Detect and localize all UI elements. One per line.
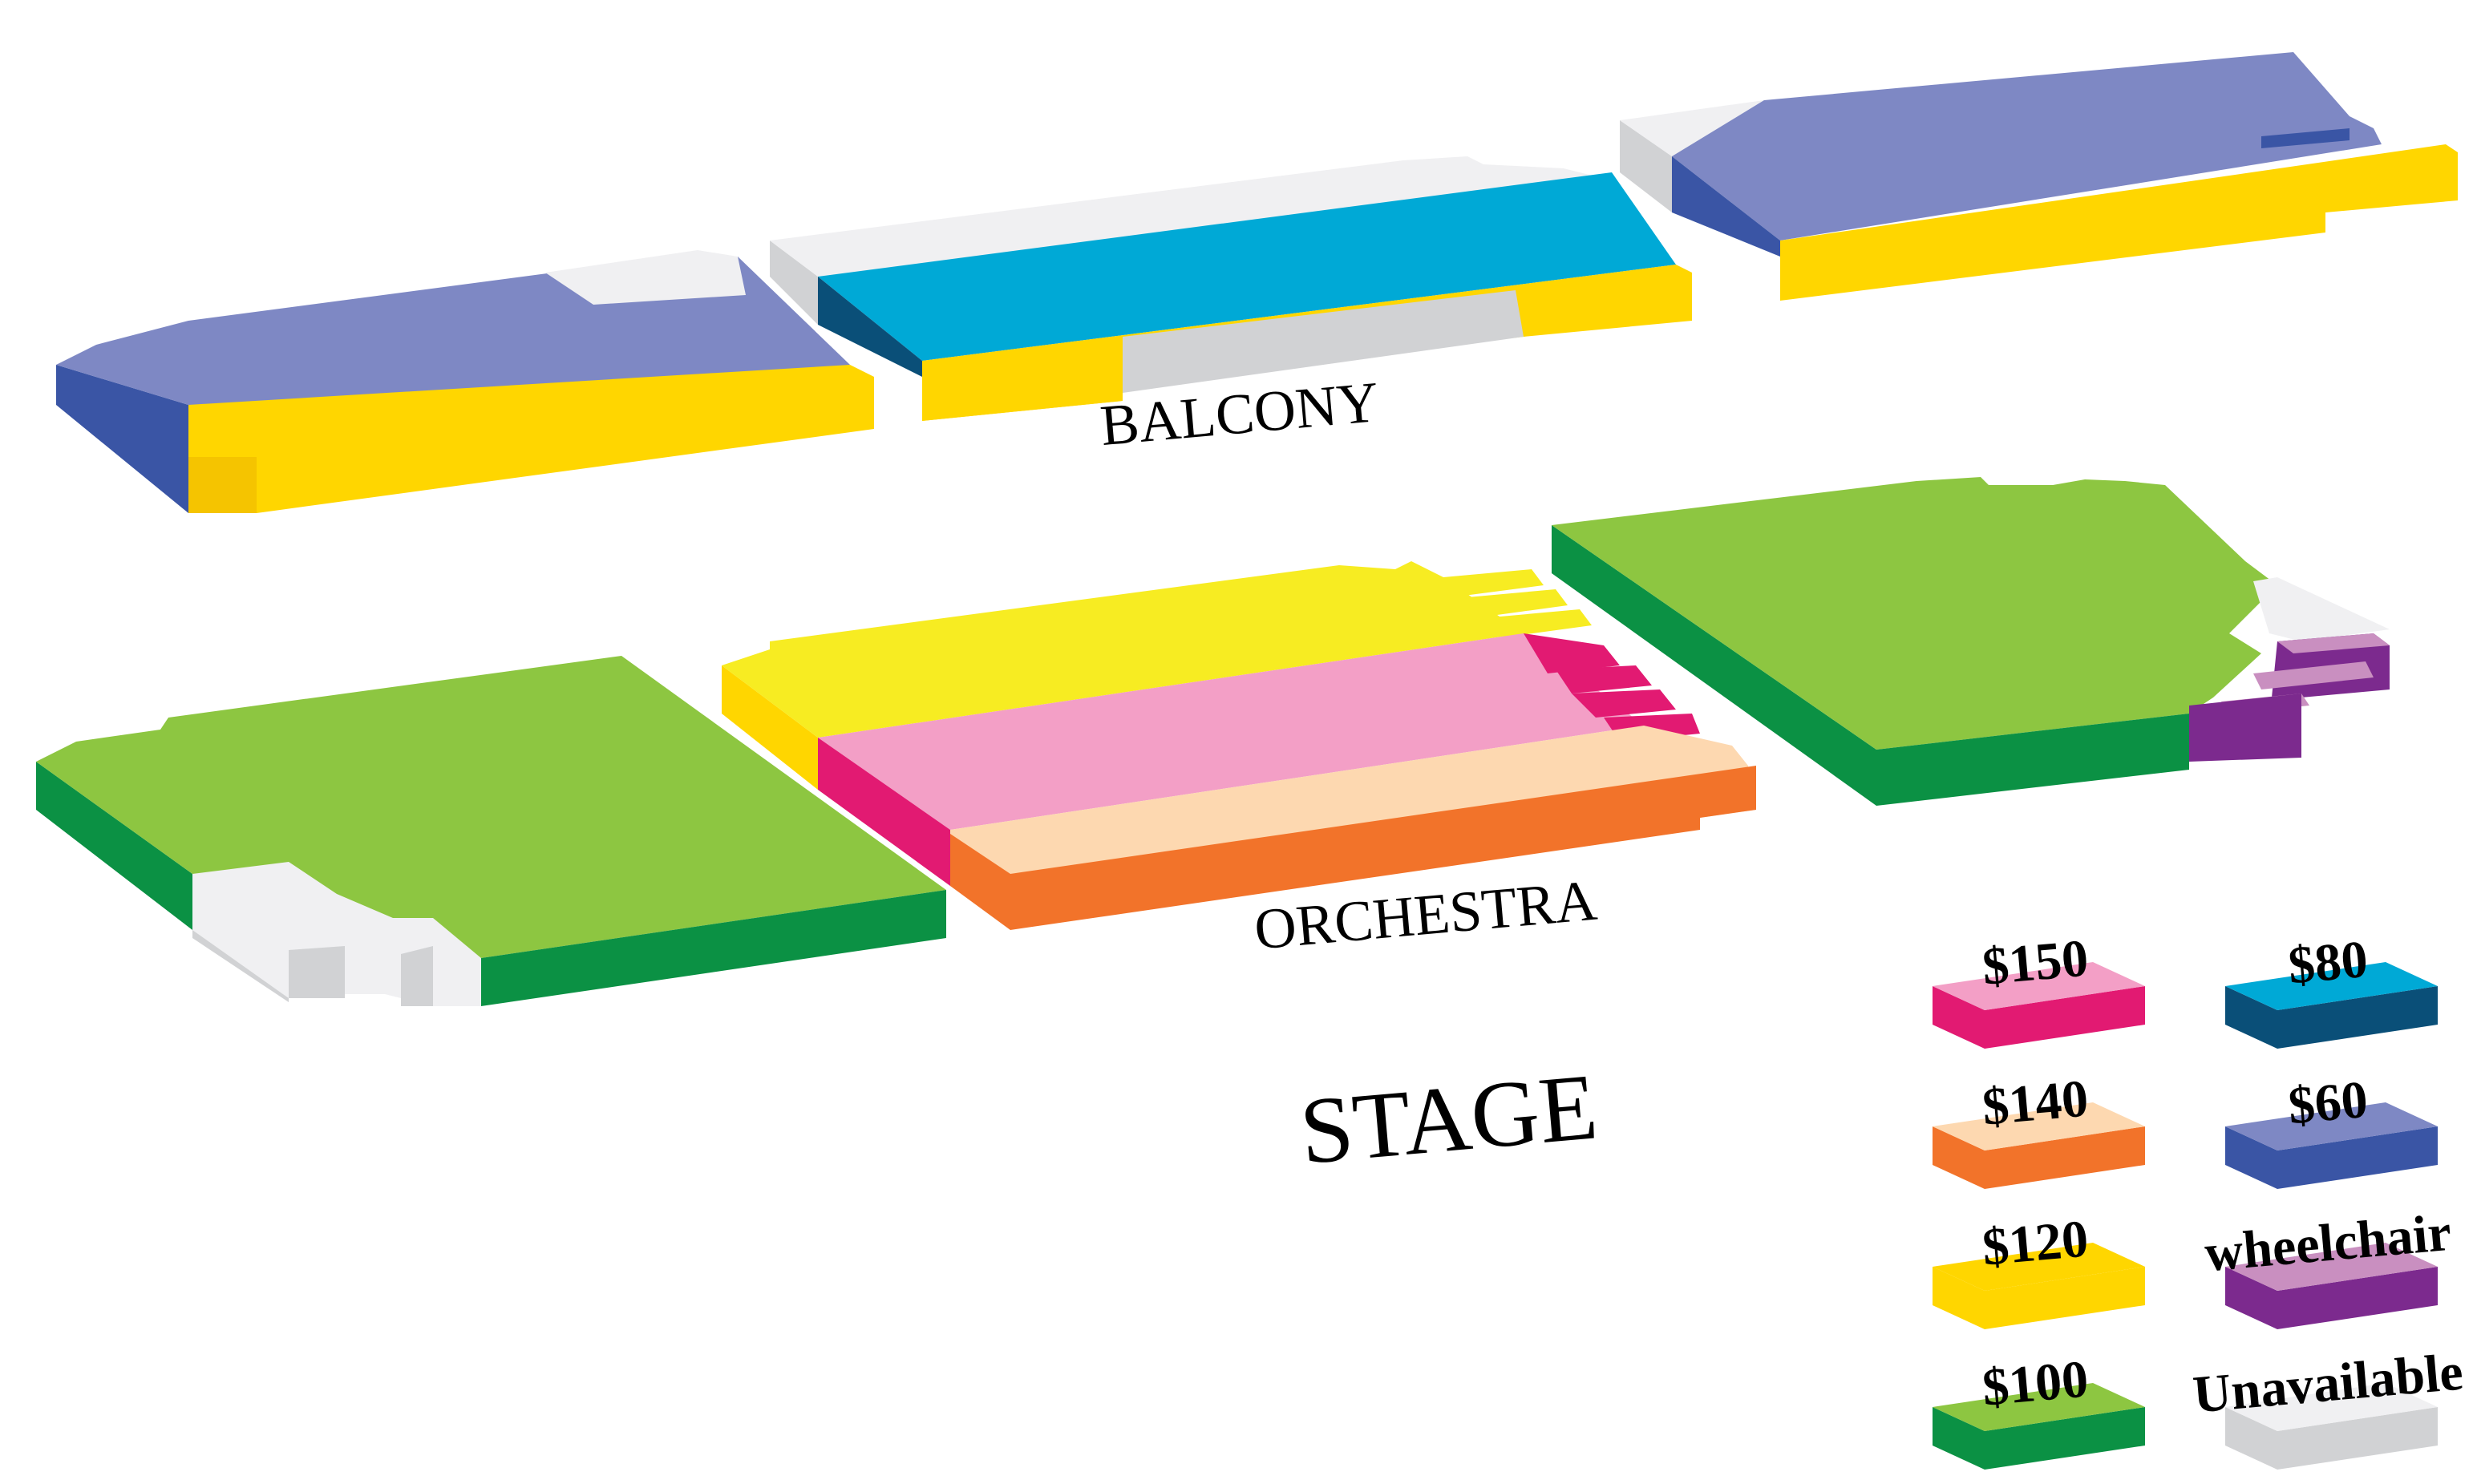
legend-swatch-left <box>1933 1126 1985 1189</box>
legend-swatch-front <box>2277 1407 2438 1470</box>
legend-label: $80 <box>2286 930 2370 995</box>
legend-item-unavailable: Unavailable <box>2191 1343 2465 1470</box>
legend-swatch-left <box>2225 986 2277 1049</box>
orchestra-left-section[interactable] <box>36 656 946 1006</box>
legend-item-wheelchair: wheelchair <box>2203 1203 2454 1329</box>
legend-swatch-top <box>1933 1383 2145 1431</box>
legend-swatch-front <box>2277 986 2438 1049</box>
legend-item-p80: $80 <box>2225 930 2438 1049</box>
legend-item-p100: $100 <box>1933 1349 2145 1470</box>
legend-swatch-top <box>1933 962 2145 1010</box>
legend-item-p140: $140 <box>1933 1069 2145 1189</box>
legend-swatch-left <box>1933 986 1985 1049</box>
balcony-right-section[interactable] <box>1620 52 2458 301</box>
balcony-center-section[interactable] <box>770 156 1692 421</box>
legend-label: $60 <box>2286 1070 2370 1135</box>
legend-swatch-left <box>1933 1267 1985 1329</box>
legend-label: $140 <box>1980 1069 2090 1136</box>
legend-item-p60: $60 <box>2225 1070 2438 1189</box>
legend-swatch-top <box>2225 1383 2438 1431</box>
legend-swatch-top <box>1933 1243 2145 1291</box>
legend-swatch-top <box>1933 1102 2145 1150</box>
legend-item-p120: $120 <box>1933 1209 2145 1329</box>
legend-label: $100 <box>1980 1349 2090 1417</box>
legend-swatch-front <box>1985 986 2145 1049</box>
legend-label: $120 <box>1980 1209 2090 1276</box>
legend-label: $150 <box>1980 928 2090 996</box>
legend-swatch-front <box>2277 1267 2438 1329</box>
legend-swatch-left <box>2225 1407 2277 1470</box>
legend-item-p150: $150 <box>1933 928 2145 1049</box>
legend-swatch-front <box>1985 1126 2145 1189</box>
legend-swatch-front <box>2277 1126 2438 1189</box>
legend-swatch-left <box>2225 1126 2277 1189</box>
legend-swatch-front <box>1985 1407 2145 1470</box>
legend: $150 $80 $140 $60 $120 wheelchair $100 Unavaila… <box>1933 928 2465 1470</box>
orchestra-center-section[interactable] <box>722 561 1756 930</box>
legend-swatch-left <box>2225 1267 2277 1329</box>
legend-swatch-left <box>1933 1407 1985 1470</box>
legend-swatch-top <box>2225 962 2438 1010</box>
legend-swatch-top <box>2225 1243 2438 1291</box>
legend-swatch-top <box>2225 1102 2438 1150</box>
stage-label: STAGE <box>1296 1053 1601 1184</box>
balcony-left-section[interactable] <box>56 250 874 513</box>
orchestra-right-section[interactable] <box>1552 477 2390 806</box>
legend-swatch-front <box>1985 1267 2145 1329</box>
